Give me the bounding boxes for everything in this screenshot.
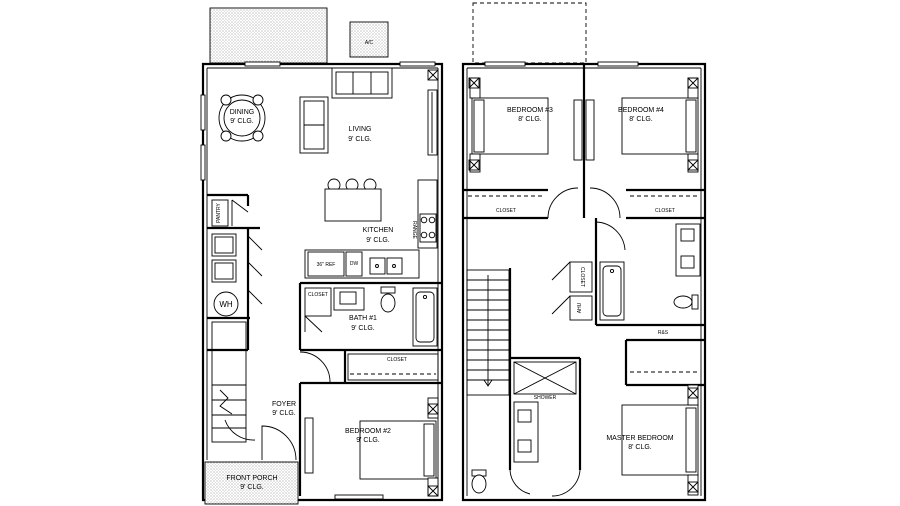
- bedroom4-bed: [621, 97, 699, 155]
- refrigerator-label: 36" REF: [317, 262, 336, 268]
- bedroom4-closet-label: CLOSET: [655, 208, 675, 214]
- ahu: [569, 295, 593, 321]
- ahu-label: AHU: [577, 302, 583, 313]
- range-label: RANGE: [411, 221, 417, 239]
- foyer-ceiling: 9' CLG.: [272, 410, 296, 417]
- water-heater: [213, 291, 239, 317]
- master-bedroom-label: MASTER BEDROOM: [606, 435, 673, 442]
- bath1-tub: [412, 287, 438, 347]
- living-ceiling: 9' CLG.: [348, 136, 372, 143]
- water-heater-label: WH: [219, 300, 233, 309]
- hall-closet-label: CLOSET: [387, 357, 407, 363]
- kitchen-sink: [369, 257, 403, 275]
- sofa-top: [331, 67, 393, 99]
- bath1-closet: [304, 287, 332, 317]
- roof-outline: [472, 2, 587, 64]
- structural-markers: [427, 69, 699, 497]
- front-porch: [204, 461, 299, 505]
- kitchen-label: KITCHEN: [363, 227, 394, 234]
- hall-closet-2f-label: CLOSET: [579, 267, 585, 287]
- dining-table: [218, 94, 266, 142]
- first-floor-exterior-wall: [201, 62, 444, 502]
- master-bedroom-ceiling: 8' CLG.: [628, 444, 652, 451]
- bedroom2-label: BEDROOM #2: [345, 428, 391, 435]
- bedroom3-label: BEDROOM #3: [507, 107, 553, 114]
- bedroom4-label: BEDROOM #4: [618, 107, 664, 114]
- bedroom3-closet-label: CLOSET: [496, 208, 516, 214]
- bedroom3-bed: [471, 97, 549, 155]
- dining-label: DINING: [230, 109, 255, 116]
- pantry: [211, 199, 229, 227]
- first-floor-plan: A/C DINING 9' CLG.: [200, 7, 444, 505]
- second-floor-plan: BEDROOM #3 8' CLG. BEDROOM #4 8' CLG. CL…: [461, 2, 707, 502]
- bath1-ceiling: 9' CLG.: [351, 325, 375, 332]
- ac-pad: [349, 21, 389, 58]
- hall-bath-toilet: [673, 294, 699, 310]
- master-bath-toilet: [471, 469, 487, 494]
- bath1-label: BATH #1: [349, 315, 377, 322]
- bedroom2-bed: [359, 420, 437, 480]
- shower-label: SHOWER: [534, 395, 557, 401]
- front-door-swing: [261, 425, 297, 461]
- washer: [211, 233, 237, 257]
- ac-label: A/C: [365, 40, 374, 46]
- kitchen-ceiling: 9' CLG.: [366, 237, 390, 244]
- hall-bath-tub: [599, 261, 625, 321]
- dishwasher-label: DW: [350, 261, 359, 267]
- bath1-vanity: [333, 287, 365, 311]
- bedroom2-closet-door: [304, 417, 314, 474]
- dining-ceiling: 9' CLG.: [230, 118, 254, 125]
- master-bed: [621, 404, 699, 476]
- media-cabinet: [427, 89, 438, 156]
- bedroom2-ceiling: 9' CLG.: [356, 437, 380, 444]
- foyer-label: FOYER: [272, 401, 296, 408]
- bedroom3-ceiling: 8' CLG.: [518, 116, 542, 123]
- rear-patio: [209, 7, 328, 64]
- dryer: [211, 259, 237, 283]
- kitchen-island: [324, 178, 382, 222]
- hall-bath-vanity: [675, 223, 701, 277]
- front-porch-ceiling: 9' CLG.: [240, 484, 264, 491]
- pantry-label: PANTRY: [216, 202, 222, 222]
- rs-label: R&S: [658, 330, 669, 336]
- bath1-closet-label: CLOSET: [308, 292, 328, 298]
- hall-closet-2f: [569, 261, 593, 293]
- front-porch-label: FRONT PORCH: [226, 475, 277, 482]
- bedroom4-ceiling: 8' CLG.: [629, 116, 653, 123]
- stair-storage: [211, 321, 247, 443]
- hall-closet: [347, 353, 439, 381]
- range: [419, 213, 437, 243]
- bath1-toilet: [380, 286, 396, 313]
- living-label: LIVING: [349, 126, 372, 133]
